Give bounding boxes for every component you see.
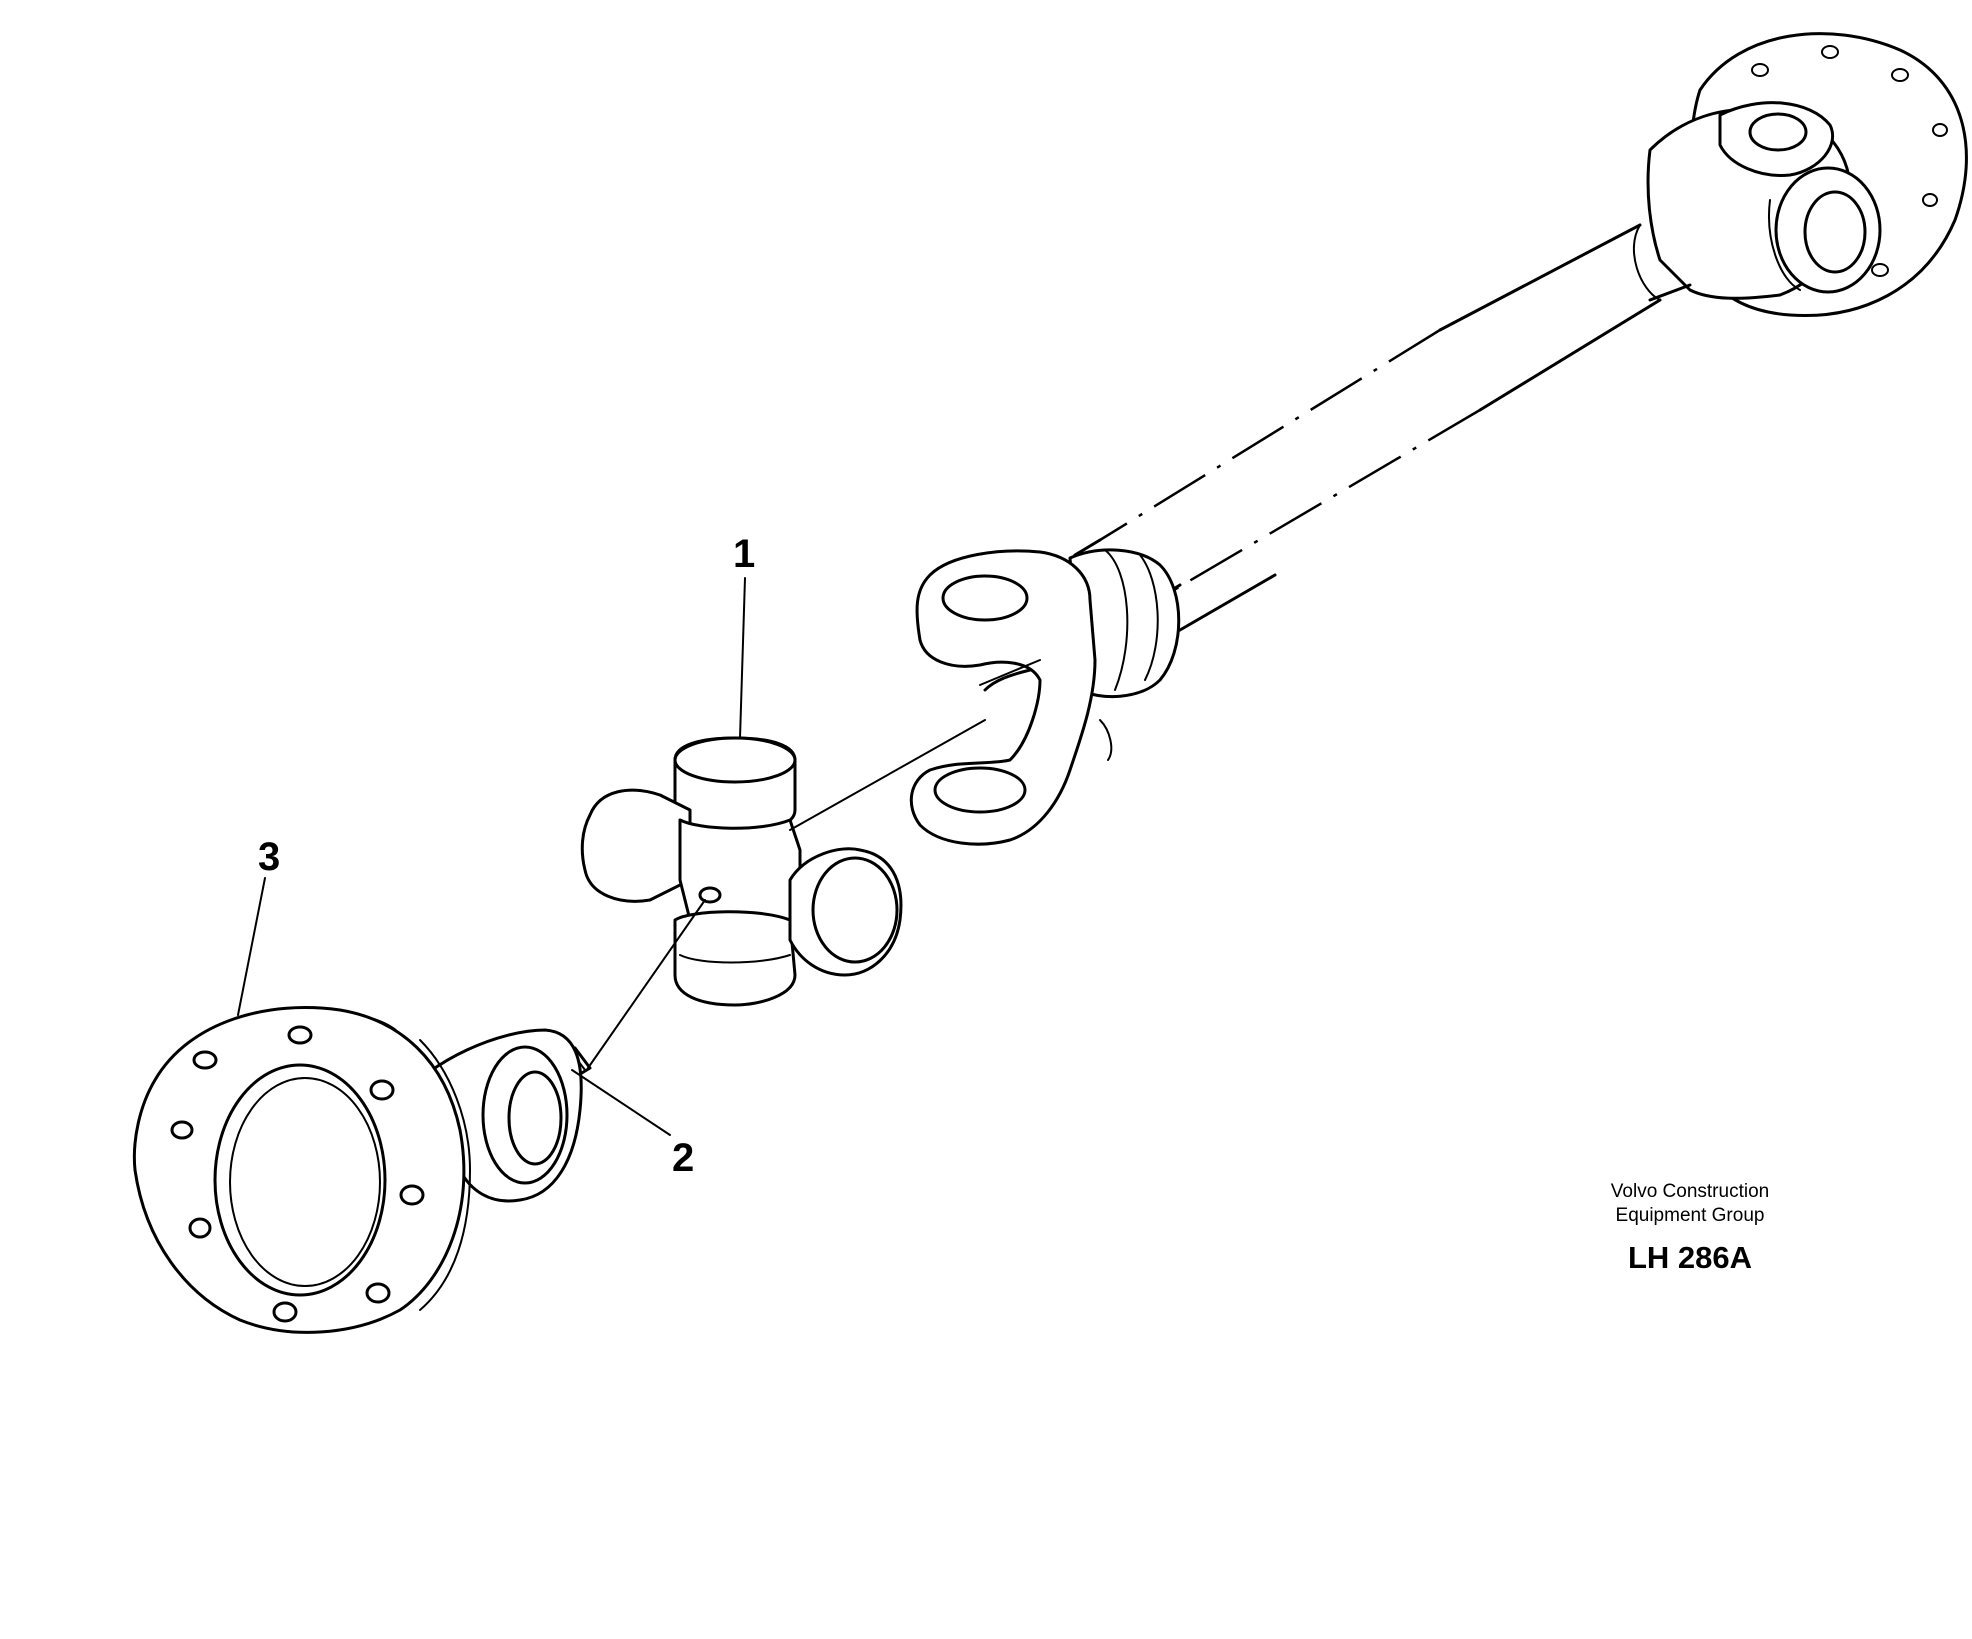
drawing-code: LH 286A xyxy=(1627,1240,1753,1275)
far-flange-yoke xyxy=(1646,32,1968,318)
universal-joint-cross xyxy=(580,736,903,1007)
leader-3 xyxy=(237,877,266,1016)
company-name-line2: Equipment Group xyxy=(1615,1205,1765,1226)
slip-yoke xyxy=(909,548,1181,846)
shaft-tube xyxy=(1073,223,1692,632)
leader-2 xyxy=(571,1069,671,1136)
assembly-guide-line xyxy=(789,719,986,831)
company-name-line1: Volvo Construction xyxy=(1610,1181,1770,1202)
callout-leaders xyxy=(237,577,746,1136)
callout-1-label: 1 xyxy=(733,532,756,576)
flange-yoke xyxy=(132,1006,583,1334)
callout-2-label: 2 xyxy=(672,1136,695,1180)
caption-block: Volvo Construction Equipment Group LH 28… xyxy=(1560,1180,1820,1276)
leader-1 xyxy=(739,577,746,739)
callout-3-label: 3 xyxy=(258,835,281,879)
